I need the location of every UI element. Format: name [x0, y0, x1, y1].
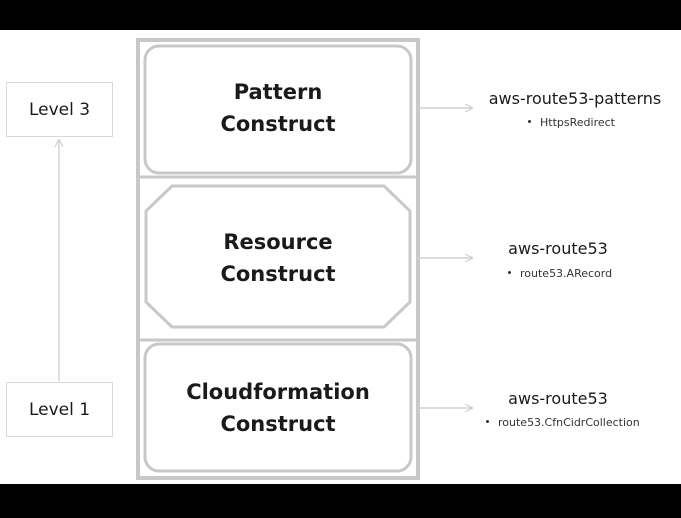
pattern-module-item-text: HttpsRedirect	[540, 116, 615, 129]
cloudformation-module-name: aws-route53	[508, 389, 608, 408]
pattern-construct-title: Pattern Construct	[145, 76, 411, 140]
pattern-module-item: HttpsRedirect	[528, 116, 615, 129]
cloudformation-module-item: route53.CfnCidrCollection	[486, 416, 640, 429]
level-3-label: Level 3	[28, 99, 91, 120]
bullet-icon	[508, 270, 511, 274]
resource-title-line1: Resource	[223, 230, 333, 254]
pattern-construct-box	[143, 44, 413, 175]
bullet-icon	[528, 119, 531, 123]
cloudformation-title-line2: Construct	[220, 412, 336, 436]
pattern-title-line2: Construct	[220, 112, 336, 136]
pattern-module-name: aws-route53-patterns	[488, 89, 662, 108]
bullet-icon	[486, 419, 489, 423]
level-1-box: Level 1	[6, 382, 113, 437]
pattern-title-line1: Pattern	[233, 80, 323, 104]
level-3-box: Level 3	[6, 82, 113, 137]
level-1-label: Level 1	[28, 399, 91, 420]
cloudformation-construct-box	[143, 342, 413, 473]
resource-module-name: aws-route53	[508, 239, 608, 258]
resource-module-item: route53.ARecord	[508, 267, 612, 280]
resource-construct-box	[144, 184, 412, 329]
resource-construct-title: Resource Construct	[145, 226, 411, 290]
cloudformation-module-item-text: route53.CfnCidrCollection	[498, 416, 640, 429]
cloudformation-construct-title: Cloudformation Construct	[145, 376, 411, 440]
resource-module-item-text: route53.ARecord	[520, 267, 613, 280]
cloudformation-title-line1: Cloudformation	[186, 380, 370, 404]
resource-title-line2: Construct	[220, 262, 336, 286]
